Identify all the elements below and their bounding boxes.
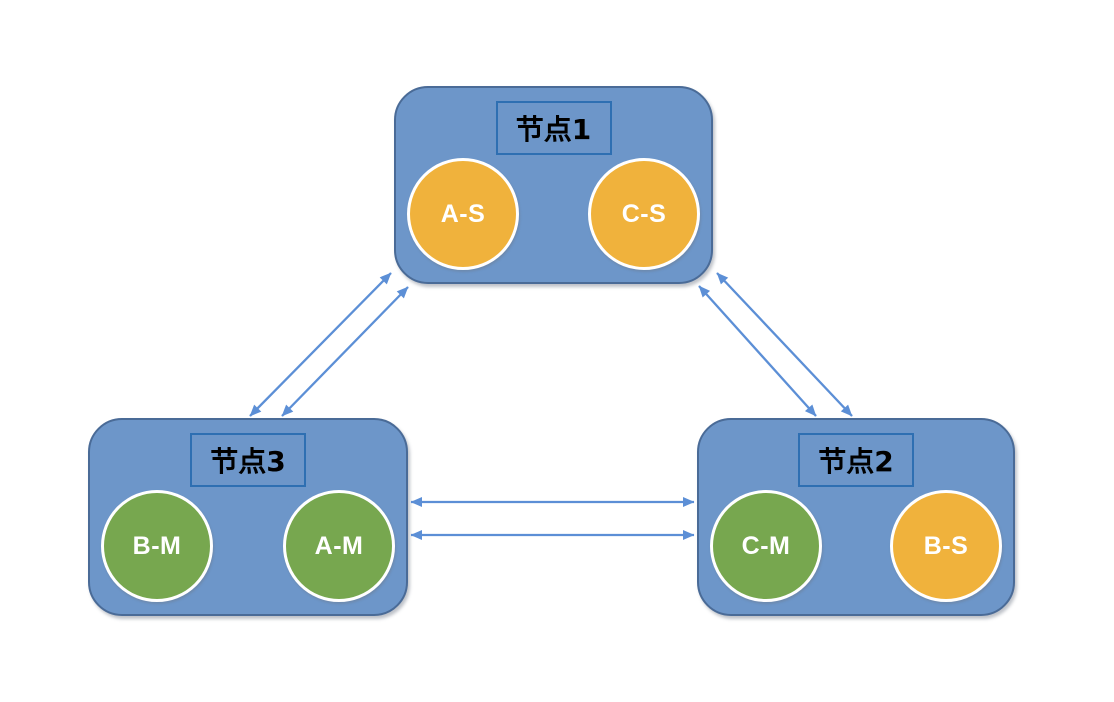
node-3-label-box: 节点3 — [190, 433, 306, 487]
circle-a-m-label: A-M — [314, 531, 364, 560]
node-3-label: 节点3 — [210, 445, 286, 478]
node-2-label-box: 节点2 — [798, 433, 914, 487]
edge-node1-node2-inner — [698, 285, 817, 417]
circle-b-s-label: B-S — [923, 531, 969, 560]
node-3: 节点3 B-M A-M — [88, 418, 408, 616]
node-2: 节点2 C-M B-S — [697, 418, 1015, 616]
node-2-label: 节点2 — [818, 445, 894, 478]
circle-c-s-label: C-S — [621, 199, 667, 228]
circle-c-s: C-S — [588, 158, 700, 270]
node-1-label: 节点1 — [515, 113, 592, 146]
circle-b-m: B-M — [101, 490, 213, 602]
circle-b-s: B-S — [890, 490, 1002, 602]
circle-a-s-label: A-S — [440, 199, 486, 228]
circle-c-m-label: C-M — [741, 531, 791, 560]
circle-a-m: A-M — [283, 490, 395, 602]
edge-node1-node2-outer — [716, 272, 853, 417]
node-1-label-box: 节点1 — [495, 101, 612, 155]
circle-b-m-label: B-M — [132, 531, 182, 560]
edge-node3-node1-outer — [249, 272, 392, 417]
edge-node3-node1-inner — [281, 286, 409, 417]
circle-c-m: C-M — [710, 490, 822, 602]
node-1: 节点1 A-S C-S — [394, 86, 713, 284]
circle-a-s: A-S — [407, 158, 519, 270]
